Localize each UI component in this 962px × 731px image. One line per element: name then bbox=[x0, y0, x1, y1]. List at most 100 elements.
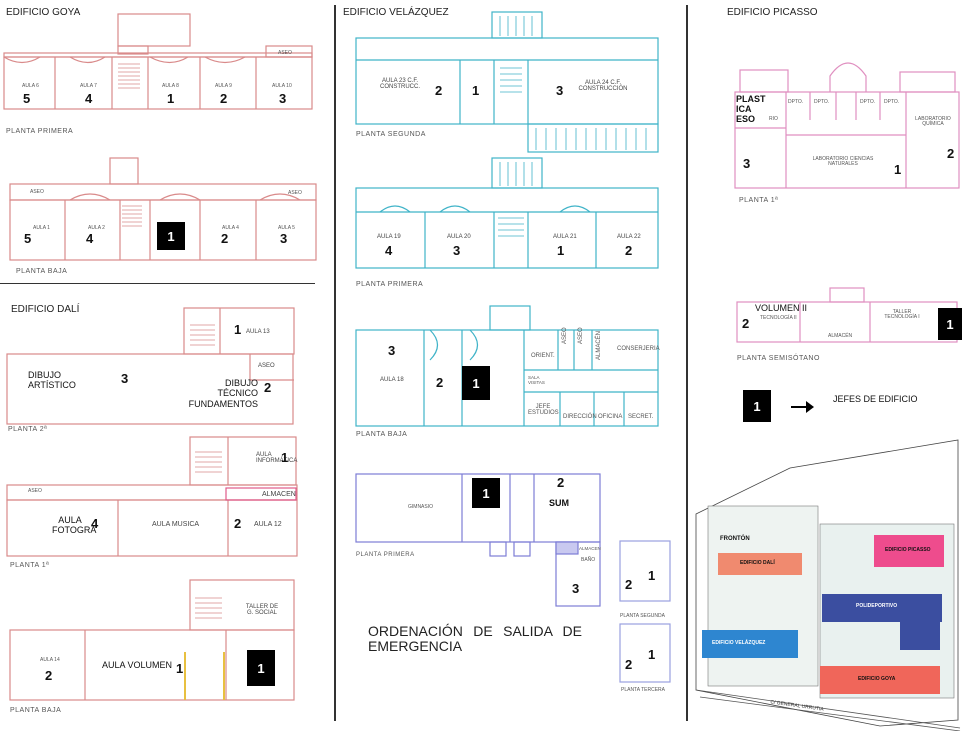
velazquez-p0-aula18: AULA 18 bbox=[380, 377, 404, 383]
picasso-sotano-label: PLANTA SEMISÓTANO bbox=[737, 355, 820, 362]
velazquez-p1-room-0: AULA 19 bbox=[377, 234, 401, 240]
goya-f1-room-2: AULA 8 bbox=[162, 83, 179, 89]
picasso-sotano-chief-marker: 1 bbox=[938, 308, 962, 340]
dali-p0-label: PLANTA BAJA bbox=[10, 707, 62, 714]
goya-f0-aseo-r: ASEO bbox=[288, 190, 302, 196]
dali-p0-chief-marker: 1 bbox=[247, 650, 275, 686]
velazquez-p0-aseo2: ASEO bbox=[578, 327, 584, 344]
velazquez-p1-num-1: 3 bbox=[453, 243, 461, 258]
goya-f1-num-1: 4 bbox=[85, 91, 93, 106]
picasso-p1-dpto-3: DPTO. bbox=[884, 99, 900, 105]
goya-f0-room-2: AULA 4 bbox=[222, 225, 239, 231]
goya-f0-num-1: 4 bbox=[86, 231, 94, 246]
picasso-p1-num-1: 1 bbox=[894, 162, 902, 177]
dali-p0-num-1: 1 bbox=[176, 661, 184, 676]
legend-arrow-icon bbox=[791, 401, 814, 413]
picasso-p1-plan bbox=[734, 62, 960, 189]
dali-p1-num-0: 1 bbox=[281, 450, 289, 465]
goya-f0-aseo-l: ASEO bbox=[30, 189, 44, 195]
velazquez-p1-room-3: AULA 22 bbox=[617, 234, 641, 240]
velazquez-small-num-2: 2 bbox=[625, 657, 633, 672]
velazquez-p1-num-3: 2 bbox=[625, 243, 633, 258]
legend-chief-marker: 1 bbox=[743, 390, 771, 422]
sitemap-velazquez: EDIFICIO VELÁZQUEZ bbox=[712, 640, 766, 646]
goya-f1-num-3: 2 bbox=[220, 91, 228, 106]
goya-f1-room-3: AULA 9 bbox=[215, 83, 232, 89]
velazquez-p0-chief-marker: 1 bbox=[462, 366, 490, 400]
velazquez-gym-gimnasio: GIMNASIO bbox=[408, 504, 434, 510]
divider-right bbox=[686, 5, 688, 721]
goya-f0-num-4: 3 bbox=[280, 231, 288, 246]
velazquez-p0-num-1: 2 bbox=[436, 375, 444, 390]
goya-f1-aseo: ASEO bbox=[278, 50, 292, 56]
sitemap-goya: EDIFICIO GOYA bbox=[858, 676, 896, 682]
sitemap-dali-block bbox=[718, 553, 802, 575]
velazquez-gym-num-1: 2 bbox=[557, 475, 565, 490]
picasso-p1-plastica: PLAST ICA ESO bbox=[736, 94, 766, 124]
goya-f0-chief-marker: 1 bbox=[157, 222, 185, 250]
velazquez-p0-sala-visitas: SALA VISITAS bbox=[528, 375, 545, 385]
velazquez-p0-almacen: ALMACÉN bbox=[596, 330, 602, 360]
picasso-p1-label: PLANTA 1ª bbox=[739, 197, 779, 204]
goya-f1-room-0: AULA 6 bbox=[22, 83, 39, 89]
dali-p2-label: PLANTA 2ª bbox=[8, 426, 48, 433]
dali-p2-aula13: AULA 13 bbox=[246, 329, 270, 335]
velazquez-p1-num-2: 1 bbox=[557, 243, 565, 258]
velazquez-gym-num-2: 3 bbox=[572, 581, 580, 596]
dali-p0-aula-volumen: AULA VOLUMEN bbox=[102, 660, 173, 670]
dali-p2-aseo: ASEO bbox=[258, 363, 275, 369]
velazquez-small-p3: PLANTA TERCERA bbox=[621, 687, 665, 693]
picasso-p1-dpto-2: DPTO. bbox=[860, 99, 876, 105]
velazquez-p2-num-0: 2 bbox=[435, 83, 443, 98]
goya-f0-room-0: AULA 1 bbox=[33, 225, 50, 231]
sitemap-polideportivo: POLIDEPORTIVO bbox=[856, 603, 898, 609]
picasso-p1-dpto-0: DPTO. bbox=[788, 99, 804, 105]
emergency-title: ORDENACIÓN DE SALIDA DE EMERGENCIA bbox=[368, 623, 582, 654]
goya-f0-room-1: AULA 2 bbox=[88, 225, 105, 231]
goya-f1-room-4: AULA 10 bbox=[272, 83, 292, 89]
dali-p1-almacen: ALMACEN bbox=[262, 491, 296, 498]
velazquez-p1-room-2: AULA 21 bbox=[553, 234, 577, 240]
dali-p1-aula-foto: AULA FOTOGRA bbox=[52, 515, 97, 536]
dali-p1-aula-info: AULA INFORMÁTICA bbox=[256, 452, 298, 464]
dali-p2-dibujo-artistico: DIBUJO ARTÍSTICO bbox=[28, 370, 76, 391]
velazquez-p2-plan bbox=[355, 11, 659, 153]
picasso-sotano-tec2: TECNOLOGÍA II bbox=[760, 315, 797, 321]
sitemap-poli-block-v bbox=[900, 594, 940, 650]
velazquez-p1-label: PLANTA PRIMERA bbox=[356, 281, 424, 288]
title-goya: EDIFICIO GOYA bbox=[6, 7, 81, 18]
goya-floor1-plan bbox=[3, 13, 313, 110]
velazquez-gym-plan bbox=[355, 473, 671, 683]
dali-p2-num-1: 3 bbox=[121, 371, 129, 386]
velazquez-gym-label: PLANTA PRIMERA bbox=[356, 552, 415, 558]
dali-p1-label: PLANTA 1ª bbox=[10, 562, 50, 569]
picasso-sotano-almacen: ALMACÉN bbox=[828, 333, 853, 339]
sitemap-picasso: EDIFICIO PICASSO bbox=[885, 547, 931, 553]
dali-p1-aseo: ASEO bbox=[28, 488, 42, 494]
picasso-p1-rio: RIO bbox=[769, 116, 778, 122]
velazquez-p2-num-2: 3 bbox=[556, 83, 564, 98]
goya-f1-num-2: 1 bbox=[167, 91, 175, 106]
velazquez-p1-plan bbox=[355, 157, 659, 269]
picasso-sotano-num-0: 2 bbox=[742, 316, 750, 331]
dali-p2-plan bbox=[6, 307, 295, 425]
velazquez-p0-conserjeria: CONSERJERIA bbox=[617, 346, 660, 352]
velazquez-gym-chief-marker: 1 bbox=[472, 478, 500, 508]
velazquez-p2-num-1: 1 bbox=[472, 83, 480, 98]
sitemap-dali: EDIFICIO DALÍ bbox=[740, 560, 775, 566]
dali-p2-dibujo-tecnico: DIBUJO TÉCNICO FUNDAMENTOS bbox=[188, 378, 258, 409]
velazquez-gym-bano: BAÑO bbox=[581, 557, 596, 563]
sitemap-fronton: FRONTÓN bbox=[720, 536, 750, 542]
velazquez-p0-num-0: 3 bbox=[388, 343, 396, 358]
velazquez-p0-plan bbox=[355, 305, 659, 427]
goya-f1-num-0: 5 bbox=[23, 91, 31, 106]
dali-p1-aula-musica: AULA MUSICA bbox=[152, 521, 200, 528]
velazquez-p0-secret: SECRET. bbox=[628, 414, 654, 420]
goya-f1-num-4: 3 bbox=[279, 91, 287, 106]
dali-p2-num-2: 2 bbox=[264, 380, 272, 395]
velazquez-p2-aula23: AULA 23 C.F. CONSTRUCC. bbox=[380, 78, 420, 90]
picasso-p1-num-2: 2 bbox=[947, 146, 955, 161]
dali-p1-plan bbox=[6, 436, 298, 557]
divider-left bbox=[334, 5, 336, 721]
velazquez-small-p2: PLANTA SEGUNDA bbox=[620, 613, 665, 619]
